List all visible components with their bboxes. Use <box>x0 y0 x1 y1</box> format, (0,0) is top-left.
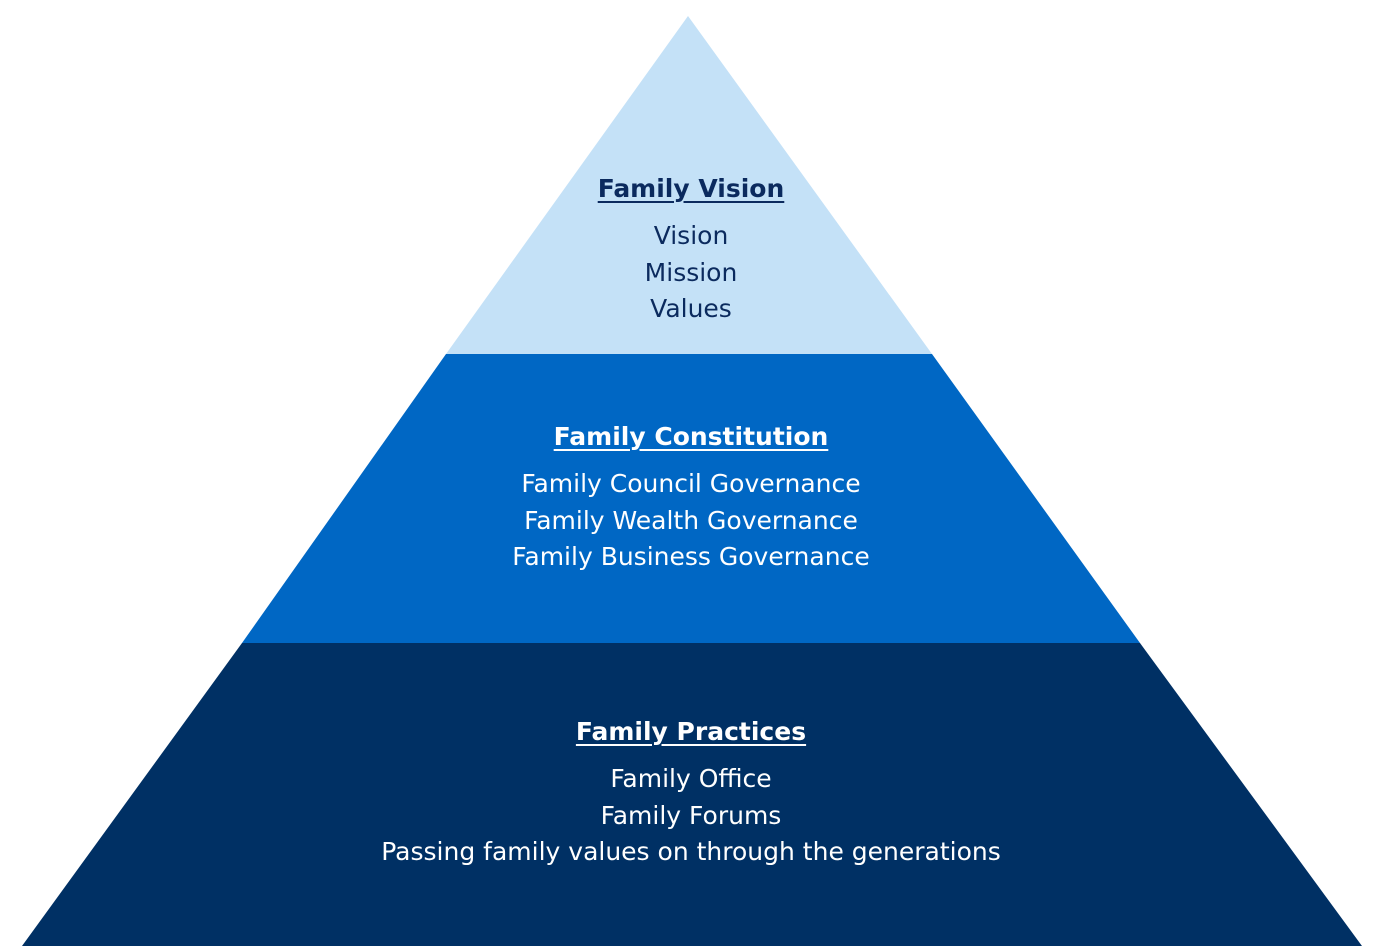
pyramid-tier-middle-shape <box>242 354 1140 643</box>
tier-item: Family Council Governance <box>521 469 861 498</box>
tier-family-practices: Family Practices Family Office Family Fo… <box>0 717 1380 871</box>
tier-item-list: Family Office Family Forums Passing fami… <box>0 761 1380 871</box>
pyramid-tier-bottom-shape <box>22 643 1362 946</box>
tier-item: Vision <box>653 221 729 250</box>
tier-item: Family Office <box>610 764 772 793</box>
tier-heading: Family Practices <box>575 717 807 746</box>
tier-family-vision: Family Vision Vision Mission Values <box>0 174 1380 328</box>
tier-item: Passing family values on through the gen… <box>381 837 1001 866</box>
pyramid-tier-top-shape <box>446 16 932 354</box>
tier-item-list: Family Council Governance Family Wealth … <box>0 466 1380 576</box>
tier-heading: Family Vision <box>597 174 785 203</box>
tier-item: Mission <box>644 257 738 287</box>
tier-family-constitution: Family Constitution Family Council Gover… <box>0 422 1380 576</box>
tier-item: Values <box>650 294 732 323</box>
tier-item: Family Forums <box>600 800 782 830</box>
tier-item: Family Business Governance <box>512 542 870 571</box>
tier-item-list: Vision Mission Values <box>0 218 1380 328</box>
tier-item: Family Wealth Governance <box>524 505 858 535</box>
tier-heading: Family Constitution <box>553 422 829 451</box>
